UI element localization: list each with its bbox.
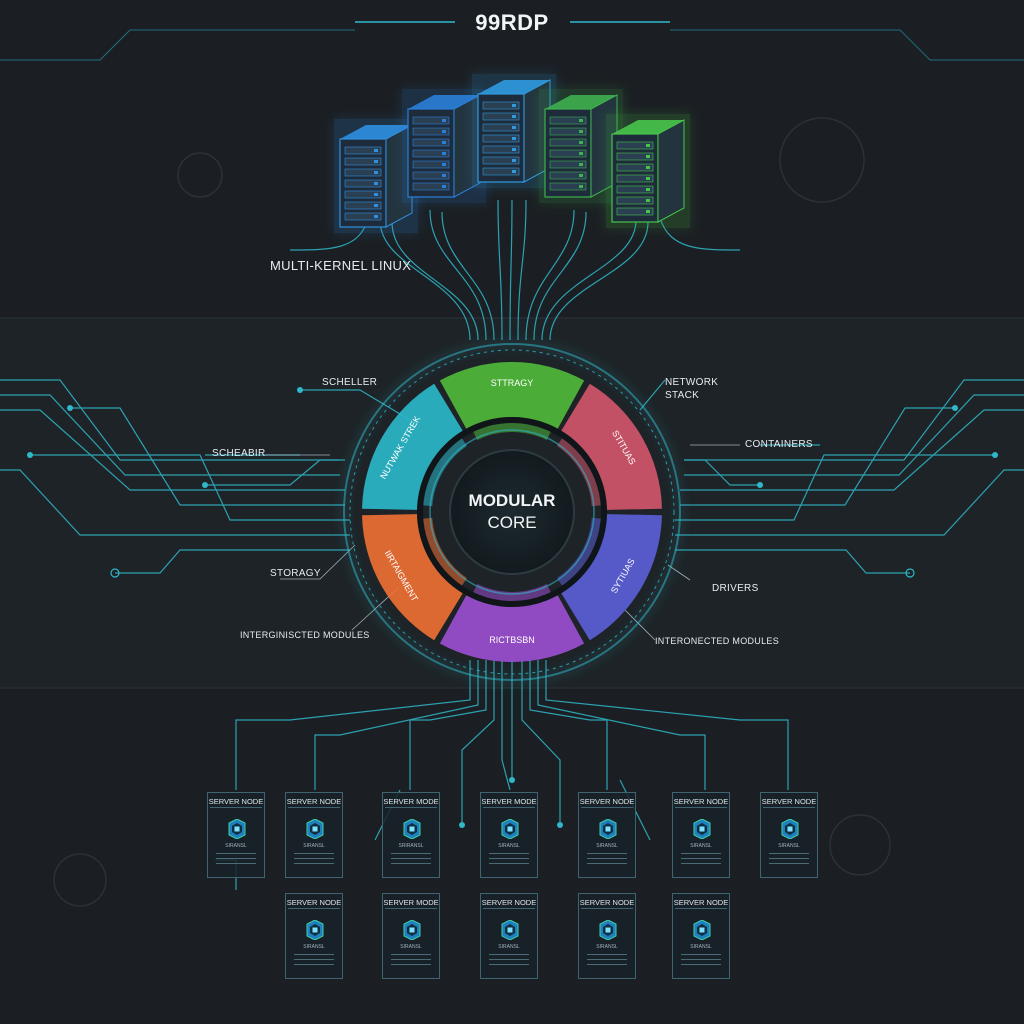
node-trace-dots xyxy=(459,777,563,828)
chip-icon xyxy=(403,920,421,940)
header-line xyxy=(0,29,355,61)
callout-network: NETWORK xyxy=(665,377,719,388)
server-node-sublabel: SIRANSL xyxy=(498,944,520,950)
chip-icon xyxy=(599,819,617,839)
ring-segment xyxy=(561,383,662,510)
callout-stack: STACK xyxy=(665,390,700,401)
server-node-card[interactable]: SERVER MODE SIRANSL xyxy=(382,893,440,979)
callout-interonected-modules: INTERONECTED MODULES xyxy=(655,636,780,646)
callout-scheller: SCHELLER xyxy=(322,377,378,388)
core-label-line1: MODULAR xyxy=(468,491,556,510)
server-rack xyxy=(606,114,690,228)
subtitle: MULTI-KERNEL LINUX xyxy=(270,258,412,273)
ring-segment xyxy=(439,362,585,429)
ring-segment xyxy=(561,514,662,641)
server-node-label: SERVER NODE xyxy=(286,898,342,907)
server-node-card[interactable]: SERVER NODE SIRANSL xyxy=(760,792,818,878)
left-trace-bundle xyxy=(0,379,411,574)
header-line xyxy=(670,29,1024,61)
server-node-card[interactable]: SERVER NODE SIRANSL xyxy=(672,792,730,878)
chip-icon xyxy=(501,920,519,940)
brand-title: 99RDP xyxy=(475,10,549,35)
server-node-sublabel: SIRANSL xyxy=(303,944,325,950)
server-node-card[interactable]: SERVER MODE SIRANSL xyxy=(480,792,538,878)
core-ring: STTRAGYSTITUASSYTIUASRICTBSBNIIRTAIGMENT… xyxy=(362,362,662,662)
callout-drivers: DRIVERS xyxy=(712,583,759,594)
chip-icon xyxy=(306,819,324,839)
server-node-sublabel: SIRANSL xyxy=(400,944,422,950)
server-rack xyxy=(334,119,418,233)
core-center xyxy=(449,449,575,575)
chip-icon xyxy=(228,819,246,839)
server-rack-group xyxy=(334,74,690,233)
server-node-label: SERVER NODE xyxy=(673,797,729,806)
server-node-card[interactable]: SERVER NODE SIRANSL xyxy=(285,792,343,878)
server-node-label: SERVER NODE xyxy=(481,898,537,907)
server-node-card[interactable]: SERVER NODE SIRANSL xyxy=(207,792,265,878)
core-outer-ring xyxy=(349,349,675,675)
core-inner-ring xyxy=(417,417,607,607)
core-label-line2: CORE xyxy=(487,513,537,532)
callout-interginiscted-modules: INTERGINISCTED MODULES xyxy=(240,630,370,640)
ring-segment xyxy=(362,514,463,641)
chip-icon xyxy=(403,819,421,839)
server-node-sublabel: SIRANSL xyxy=(498,843,520,849)
server-node-label: SERVER NODE xyxy=(579,898,635,907)
server-node-sublabel: SIRANSL xyxy=(303,843,325,849)
trace-end-dots xyxy=(27,387,998,488)
ring-segment-label: RICTBSBN xyxy=(489,635,535,645)
server-node-card[interactable]: SERVER NODE SIRANSL xyxy=(672,893,730,979)
chip-icon xyxy=(501,819,519,839)
server-node-card[interactable]: SERVER MODE SRIRANSL xyxy=(382,792,440,878)
core-outer-glow xyxy=(343,343,681,681)
server-node-sublabel: SRIRANSL xyxy=(398,843,424,849)
chip-icon xyxy=(693,920,711,940)
server-node-sublabel: SIRANSL xyxy=(225,843,247,849)
rack-trace-bundle xyxy=(289,199,741,341)
server-node-sublabel: SIRANSL xyxy=(596,843,618,849)
server-node-sublabel: SIRANSL xyxy=(690,944,712,950)
callout-storagy: STORAGY xyxy=(270,568,321,579)
ring-segment-label: STTRAGY xyxy=(491,378,534,388)
chip-icon xyxy=(693,819,711,839)
server-node-sublabel: SIRANSL xyxy=(690,843,712,849)
chip-icon xyxy=(306,920,324,940)
server-node-sublabel: SIRANSL xyxy=(596,944,618,950)
server-node-label: SERVER NODE xyxy=(208,797,264,806)
ring-segment xyxy=(439,595,585,662)
server-node-card[interactable]: SERVER NODE SIRANSL xyxy=(578,792,636,878)
core-label: MODULAR CORE xyxy=(452,490,572,534)
node-trace-bundle xyxy=(215,660,789,890)
server-node-label: SERVER NODE xyxy=(579,797,635,806)
server-node-label: SERVER NODE xyxy=(673,898,729,907)
callout-scheabir: SCHEABIR xyxy=(212,448,266,459)
callout-containers: CONTAINERS xyxy=(745,439,813,450)
decor-circle xyxy=(779,117,865,203)
server-node-sublabel: SIRANSL xyxy=(778,843,800,849)
chip-icon xyxy=(599,920,617,940)
right-trace-bundle xyxy=(639,379,1024,574)
chip-icon xyxy=(781,819,799,839)
core-inner-ring xyxy=(429,429,595,595)
server-node-label: SERVER MODE xyxy=(481,797,537,806)
trace-end-rings xyxy=(110,568,915,578)
decor-circle xyxy=(177,152,223,198)
server-node-card[interactable]: SERVER NODE SIRANSL xyxy=(480,893,538,979)
server-node-label: SERVER MODE xyxy=(383,898,439,907)
decor-circle xyxy=(53,853,107,907)
server-node-label: SERVER NODE xyxy=(761,797,817,806)
server-node-card[interactable]: SERVER NODE SIRANSL xyxy=(578,893,636,979)
server-node-label: SERVER NODE xyxy=(286,797,342,806)
ring-segment xyxy=(362,383,463,510)
server-node-card[interactable]: SERVER NODE SIRANSL xyxy=(285,893,343,979)
decor-circle xyxy=(829,814,891,876)
server-node-label: SERVER MODE xyxy=(383,797,439,806)
